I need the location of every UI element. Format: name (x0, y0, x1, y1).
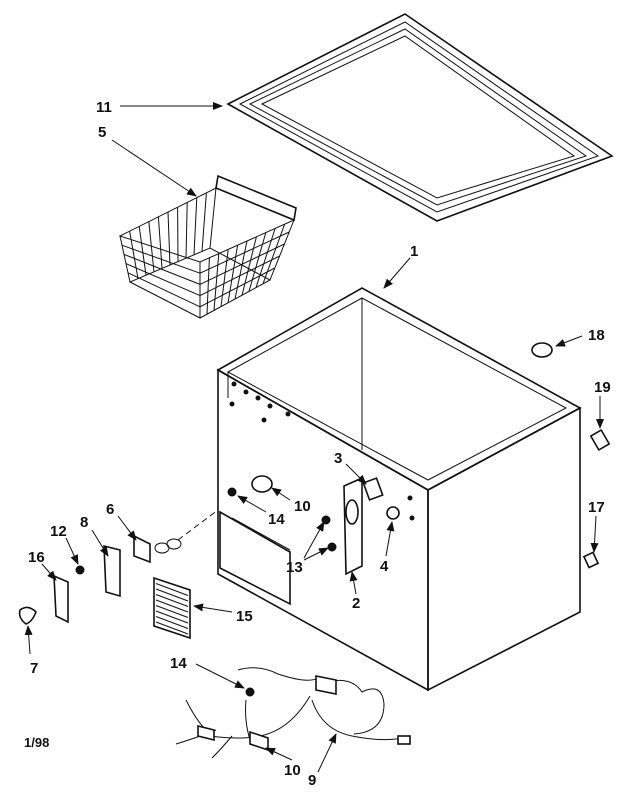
screws-13 (321, 515, 337, 552)
hinge-bracket-2 (343, 476, 363, 576)
callout-7: 7 (30, 660, 38, 677)
grille-15 (153, 576, 191, 640)
knob-7 (18, 606, 37, 625)
relay-10-upper (251, 475, 273, 493)
grille-slat (155, 605, 189, 618)
basket-wire (125, 263, 201, 297)
callout-17: 17 (588, 499, 605, 516)
hinge-3 (362, 477, 384, 501)
mounting-hole (229, 401, 235, 407)
basket-wire (199, 255, 280, 297)
mounting-hole (407, 495, 413, 501)
screw-14-upper (227, 487, 237, 497)
lid-gasket (226, 13, 614, 222)
screw-12 (75, 565, 85, 575)
callout-13: 13 (286, 559, 303, 576)
callout-6: 6 (106, 501, 114, 518)
wiring-harness-9 (175, 667, 411, 759)
basket-wire (123, 253, 201, 285)
callout-9: 9 (308, 772, 316, 789)
basket-wire (193, 197, 198, 255)
control-6 (133, 509, 219, 564)
callout-11: 11 (96, 99, 112, 116)
grille-slat (155, 583, 189, 596)
basket-wire (255, 228, 276, 288)
basket-wire (138, 226, 147, 276)
mounting-hole (285, 411, 291, 417)
basket-wire (248, 232, 267, 292)
mounting-hole (255, 395, 261, 401)
callout-10-upper: 10 (294, 498, 311, 515)
basket-wire (127, 272, 201, 308)
basket-wire (234, 240, 248, 300)
grille-slat (155, 621, 189, 635)
mounting-hole (267, 403, 273, 409)
callout-15: 15 (236, 608, 253, 625)
basket-wire (241, 236, 257, 296)
wire-basket (118, 174, 297, 319)
basket-wire (199, 243, 285, 285)
hinge-screw-4 (386, 506, 400, 520)
basket-wire (199, 267, 276, 308)
callout-18: 18 (588, 327, 605, 344)
drain-plug-19 (589, 428, 611, 452)
callout-5: 5 (98, 124, 106, 141)
basket-wire (262, 224, 286, 284)
footer-code: 1/98 (24, 735, 49, 750)
basket-wire (227, 245, 239, 303)
grille-slat (155, 599, 189, 613)
mounting-hole (231, 381, 237, 387)
callout-1: 1 (410, 243, 418, 260)
basket-wire (185, 202, 188, 259)
grille-slat (155, 594, 189, 607)
grille-slat (155, 588, 189, 602)
callout-2: 2 (352, 595, 360, 612)
basket-wire (157, 216, 163, 269)
basket-wire (148, 221, 155, 272)
callout-8: 8 (80, 514, 88, 531)
basket-wire (220, 249, 229, 307)
callout-labels: 1 2 3 4 5 6 7 8 9 10 10 11 12 13 14 14 1… (24, 99, 611, 789)
basket-wire (121, 244, 201, 274)
callout-12: 12 (50, 523, 67, 540)
grille-slat (155, 616, 189, 629)
callout-19: 19 (594, 379, 611, 396)
mounting-hole (261, 417, 267, 423)
callout-10-lower: 10 (284, 762, 301, 779)
leader-lines (24, 102, 604, 773)
thermostat-knob-18 (531, 342, 553, 358)
basket-wire (213, 253, 220, 311)
mounting-hole (409, 515, 415, 521)
basket-wire (206, 257, 210, 315)
basket-wire (167, 211, 171, 266)
label-16 (53, 574, 69, 624)
basket-wire (129, 231, 139, 279)
basket-wire (199, 231, 290, 274)
callout-14-upper: 14 (268, 511, 285, 528)
grille-slat (155, 610, 189, 624)
callout-16: 16 (28, 549, 45, 566)
cabinet (216, 287, 582, 692)
bracket-8 (103, 544, 121, 598)
mounting-hole (243, 389, 249, 395)
basket-wire (201, 192, 207, 252)
callout-4: 4 (380, 558, 389, 575)
clip-17 (582, 551, 600, 569)
callout-14-lower: 14 (170, 655, 187, 672)
callout-3: 3 (334, 450, 342, 467)
